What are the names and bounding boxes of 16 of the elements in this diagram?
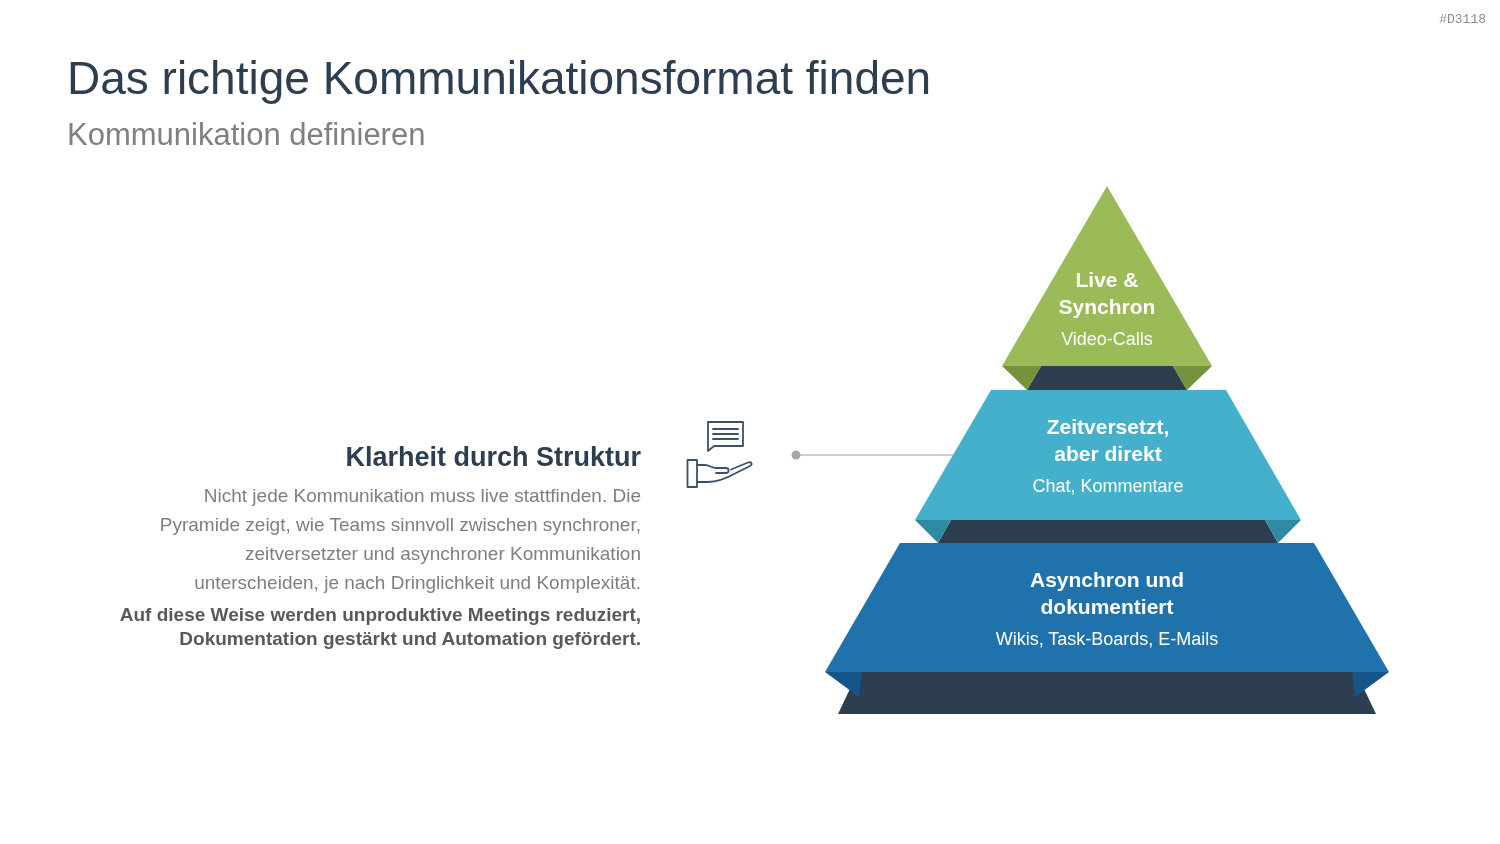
emphasis-paragraph: Auf diese Weise werden unproduktive Meetings reduziert, Dokumentation gestärkt und Automation gefördert.	[118, 603, 641, 651]
tier-title: Zeitversetzt, aber direkt	[1045, 414, 1171, 467]
tier-examples: Chat, Kommentare	[1032, 475, 1184, 498]
leader-line	[791, 450, 954, 460]
body-paragraph: Nicht jede Kommunikation muss live stattfinden. Die Pyramide zeigt, wie Teams sinnvoll zwischen synchroner, zeitversetzter und asynchroner Kommunikation unterscheiden, je nach Dringlichkeit und Komplexität.	[158, 483, 641, 595]
section-heading: Klarheit durch Struktur	[345, 441, 641, 473]
slide-title: Das richtige Kommunikationsformat finden	[67, 52, 932, 104]
tier-title: Asynchron und dokumentiert	[1029, 567, 1185, 620]
subtitle: Kommunikation definieren	[67, 117, 426, 153]
pyramid-middle-tier	[914, 390, 1302, 543]
pyramid-top-tier	[1002, 186, 1212, 390]
slide-id: #D3118	[1439, 12, 1486, 28]
tier-examples: Wikis, Task-Boards, E-Mails	[995, 628, 1219, 651]
pyramid-bottom-tier	[825, 543, 1389, 714]
tier-title: Live & Synchron	[1057, 267, 1157, 320]
tier-examples: Video-Calls	[1061, 328, 1153, 351]
